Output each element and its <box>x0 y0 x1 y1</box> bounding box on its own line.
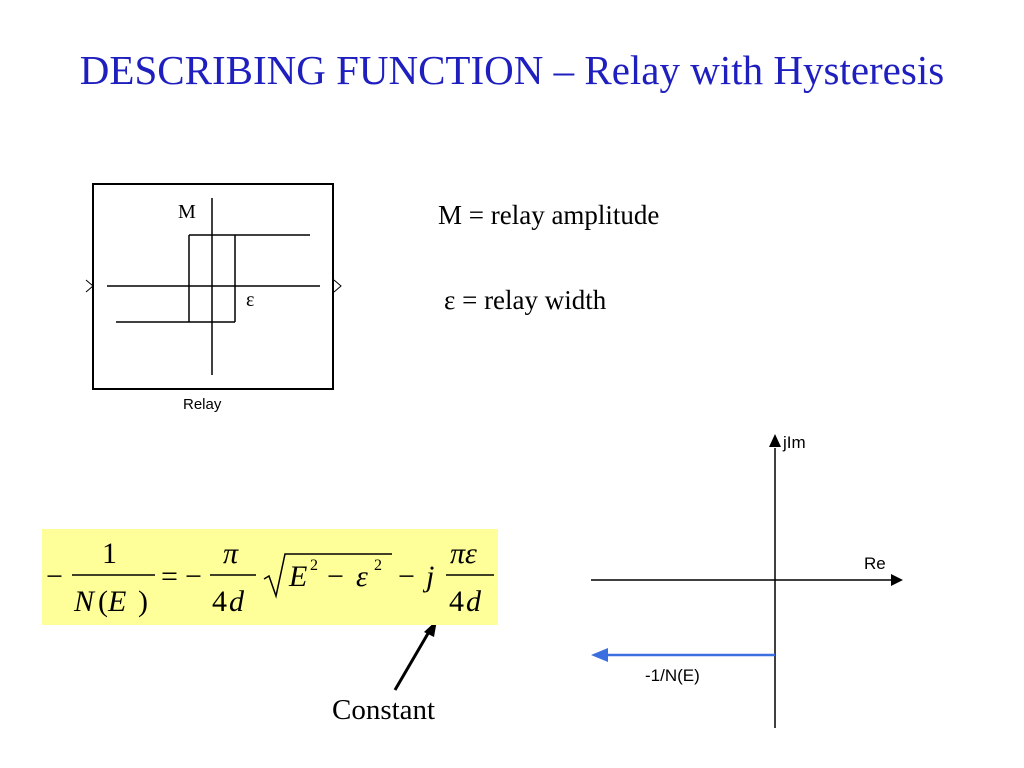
formula-minus-4: − <box>398 560 415 593</box>
locus-arrowhead <box>591 648 608 662</box>
formula-j: j <box>422 560 434 593</box>
formula-E-exponent: 2 <box>310 557 318 574</box>
real-axis-label: Re <box>864 554 886 573</box>
locus-label: -1/N(E) <box>645 666 700 685</box>
imaginary-axis-label: jIm <box>783 433 806 452</box>
formula-four-1: 4 <box>212 585 227 618</box>
formula-minus-3: − <box>327 560 344 593</box>
formula-numerator-one: 1 <box>102 537 117 570</box>
width-definition: ε = relay width <box>444 285 607 315</box>
formula-d-2: d <box>466 585 482 618</box>
formula-pi: π <box>223 537 239 570</box>
relay-input-port-icon <box>85 279 94 293</box>
constant-annotation: Constant <box>332 694 436 726</box>
slide-title: DESCRIBING FUNCTION – Relay with Hystere… <box>79 47 945 93</box>
real-axis-arrowhead <box>891 574 903 586</box>
constant-pointer-line <box>393 629 432 691</box>
describing-function-formula: − 1 N ( E ) = − π 4 d E 2 − ε 2 − j πε 4… <box>42 529 498 625</box>
amplitude-definition: M = relay amplitude <box>438 200 660 230</box>
formula-pi-eps: πε <box>450 537 477 570</box>
relay-block-caption: Relay <box>183 396 222 413</box>
formula-close-paren: ) <box>138 585 148 618</box>
relay-output-port-icon <box>333 279 342 293</box>
relay-width-label: ε <box>246 289 255 311</box>
formula-eps-exponent: 2 <box>374 557 382 574</box>
formula-d-1: d <box>229 585 245 618</box>
formula-equals: = <box>161 560 178 593</box>
formula-N: N <box>73 585 96 618</box>
formula-eps: ε <box>356 560 368 593</box>
formula-sqrt-sign <box>263 553 392 599</box>
formula-E-arg: E <box>107 585 126 618</box>
formula-open-paren: ( <box>98 585 108 618</box>
formula-four-2: 4 <box>449 585 464 618</box>
formula-minus-1: − <box>46 560 63 593</box>
formula-E: E <box>288 560 307 593</box>
formula-minus-2: − <box>185 560 202 593</box>
relay-amplitude-label: M <box>178 201 196 223</box>
imag-axis-arrowhead <box>769 434 781 447</box>
